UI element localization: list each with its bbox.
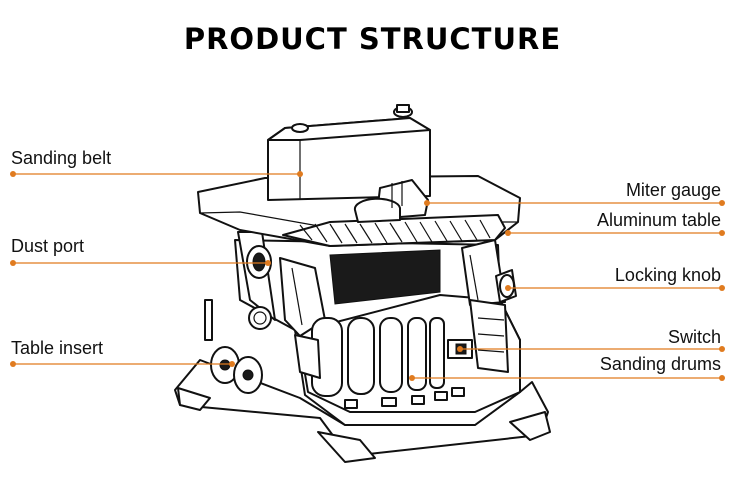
sanding-drum-5 — [429, 317, 445, 389]
left-storage-clip — [294, 334, 321, 379]
wrench-tool — [204, 299, 213, 341]
label-table-insert: Table insert — [11, 338, 104, 358]
drum-slot-tag-1 — [344, 399, 358, 409]
label-switch: Switch — [667, 327, 721, 347]
center-recess — [329, 249, 441, 305]
drum-slot-tag-5 — [451, 387, 465, 397]
belt-knob-top — [396, 104, 410, 113]
drum-slot-tag-4 — [434, 391, 448, 401]
belt-top-cap — [267, 117, 431, 141]
base-foot — [174, 359, 549, 456]
label-miter-gauge: Miter gauge — [625, 180, 721, 200]
page-title: PRODUCT STRUCTURE — [183, 22, 562, 56]
label-sanding-belt: Sanding belt — [11, 148, 112, 168]
sanding-drum-3 — [379, 317, 403, 393]
drum-slot-tag-3 — [411, 395, 425, 405]
sanding-drum-2 — [347, 317, 375, 395]
right-foot-pad — [509, 411, 551, 441]
sanding-drum-4 — [407, 317, 427, 391]
left-foot-pad — [177, 387, 211, 411]
miter-gauge-dial — [353, 197, 401, 223]
table-inserts-group — [204, 299, 263, 394]
label-dust-port: Dust port — [11, 236, 85, 256]
sanding-drums-group — [311, 317, 465, 409]
label-locking-knob: Locking knob — [614, 265, 721, 285]
label-sanding-drums: Sanding drums — [599, 354, 721, 374]
drum-slot-tag-2 — [381, 397, 397, 407]
left-locking-knob — [248, 306, 272, 330]
front-foot-pad — [317, 431, 376, 463]
label-aluminum-table: Aluminum table — [596, 210, 721, 230]
table-grid-lines — [299, 219, 491, 244]
leader-lines — [10, 171, 725, 381]
belt-tension-knob-left — [291, 123, 309, 133]
dust-port-hole — [252, 252, 266, 272]
right-column — [461, 239, 506, 306]
